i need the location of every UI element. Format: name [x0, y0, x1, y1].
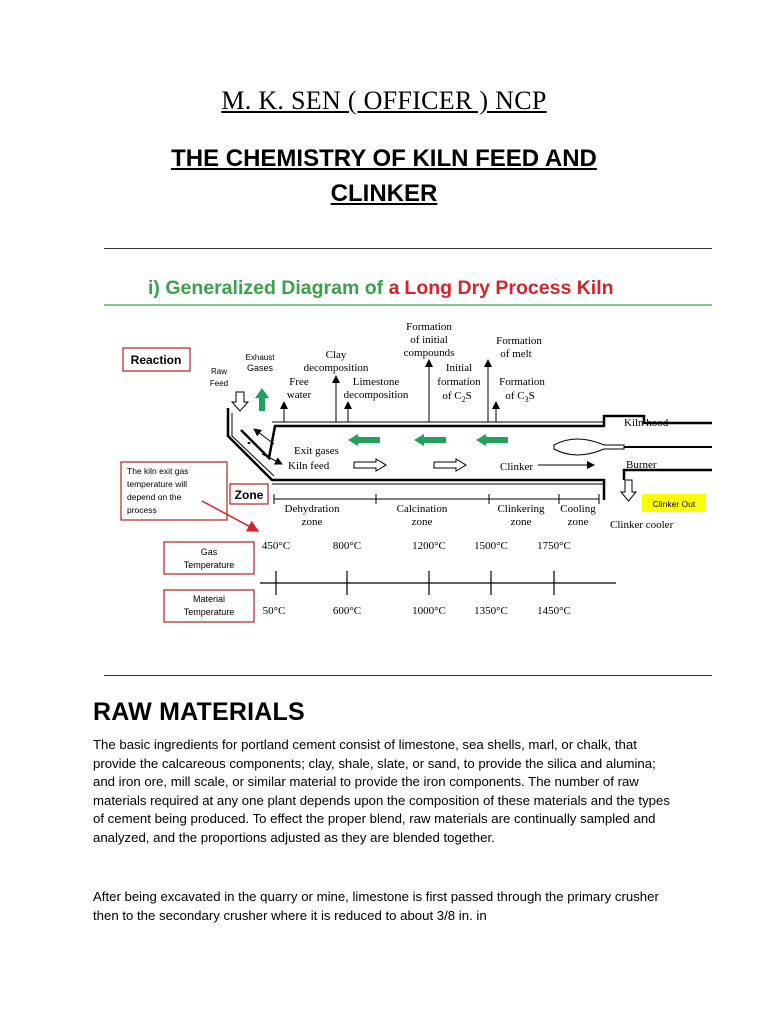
- material-temperature-values: 50°C 600°C 1000°C 1350°C 1450°C: [263, 605, 571, 617]
- kiln-feed-label: Kiln feed: [288, 460, 330, 472]
- zone-label: Zone: [235, 488, 264, 502]
- reaction-c3s-sub: 3: [525, 395, 529, 404]
- exit-gas-note-line-3: depend on the: [127, 492, 182, 502]
- clinker-out-arrow: [619, 479, 638, 502]
- author-line: M. K. SEN ( OFFICER ) NCP: [221, 86, 547, 115]
- gas-temp-3: 1200°C: [412, 540, 446, 552]
- gas-temp-5: 1750°C: [537, 540, 571, 552]
- clinker-cooler-label: Clinker cooler: [610, 519, 674, 531]
- exhaust-arrow: [255, 388, 269, 411]
- reaction-c3s-2: of C3S: [505, 390, 534, 404]
- temperature-scale-ticks: [275, 571, 555, 595]
- zone-calcination-2: zone: [412, 516, 433, 528]
- reaction-melt-1: Formation: [496, 335, 542, 347]
- reaction-c2s-sub: 2: [462, 395, 466, 404]
- gas-temperature-label-1: Gas: [201, 547, 218, 557]
- reaction-c3s-2b: S: [529, 390, 535, 402]
- reaction-c2s-2: formation: [437, 376, 481, 388]
- exhaust-label-2: Gases: [247, 363, 274, 373]
- material-temperature-label-1: Material: [193, 594, 225, 604]
- material-temperature-box: [163, 589, 255, 623]
- gas-temp-4: 1500°C: [474, 540, 508, 552]
- exit-gas-note-box: [120, 461, 228, 521]
- raw-feed-label-2: Feed: [210, 379, 228, 388]
- zone-dehydration-1: Dehydration: [285, 503, 340, 515]
- reaction-limestone-2: decomposition: [344, 389, 409, 401]
- material-temp-2: 600°C: [333, 605, 361, 617]
- reaction-c2s-3a: of C: [442, 390, 461, 402]
- material-flow-arrows: [353, 458, 467, 472]
- burner-label: Burner: [626, 459, 657, 471]
- gas-temperature-values: 450°C 800°C 1200°C 1500°C 1750°C: [262, 540, 571, 552]
- kiln-hood-label: Kiln hood: [624, 417, 669, 429]
- raw-feed-arrow: [230, 391, 250, 412]
- gas-temperature-box: [163, 541, 255, 575]
- material-temp-5: 1450°C: [537, 605, 571, 617]
- exit-gas-note-line-2: temperature will: [127, 479, 187, 489]
- reaction-free-water-2: water: [287, 389, 312, 401]
- reaction-c3s-1: Formation: [499, 376, 545, 388]
- zone-box: [229, 483, 269, 505]
- reaction-clay-1: Clay: [326, 349, 347, 361]
- gas-flow-arrows: [348, 434, 508, 446]
- burner-flame: [553, 438, 625, 456]
- note-pointer-arrow: [201, 500, 260, 532]
- zone-cooling-1: Cooling: [560, 503, 596, 515]
- exit-gases-label: Exit gases: [294, 445, 339, 457]
- gas-temp-1: 450°C: [262, 540, 290, 552]
- reaction-c2s-3b: S: [466, 390, 472, 402]
- zone-dividers: [273, 494, 600, 504]
- zone-calcination-1: Calcination: [397, 503, 448, 515]
- reaction-initial-compounds-1: Formation: [406, 321, 452, 333]
- gas-temperature-label-2: Temperature: [184, 560, 235, 570]
- exit-gas-note-line-4: process: [127, 505, 157, 515]
- reaction-initial-compounds-2: of initial: [410, 334, 448, 346]
- diagram-heading-a: a: [389, 277, 400, 299]
- kiln-shell: [226, 408, 712, 500]
- diagram-heading-prefix: i) Generalized Diagram of: [148, 277, 389, 299]
- exhaust-label-1: Exhaust: [246, 353, 276, 362]
- document-title-line-2: CLINKER: [330, 180, 438, 207]
- section-heading: RAW MATERIALS: [93, 698, 305, 726]
- gas-temp-2: 800°C: [333, 540, 361, 552]
- reaction-c2s-1: Initial: [446, 362, 472, 374]
- paragraph-2: After being excavated in the quarry or m…: [93, 889, 659, 923]
- material-temperature-label-2: Temperature: [184, 607, 235, 617]
- raw-feed-label-1: Raw: [211, 367, 227, 376]
- material-temp-1: 50°C: [263, 605, 286, 617]
- zone-dehydration-2: zone: [302, 516, 323, 528]
- clinker-label: Clinker: [500, 461, 533, 473]
- zone-clinkering-2: zone: [511, 516, 532, 528]
- document-title-line-1: THE CHEMISTRY OF KILN FEED AND: [171, 145, 597, 172]
- reaction-label: Reaction: [131, 353, 182, 367]
- clinker-out-box: [642, 494, 706, 512]
- reaction-clay-2: decomposition: [304, 362, 369, 374]
- diagram-heading-suffix: Long Dry Process Kiln: [404, 277, 613, 299]
- bottom-divider: [104, 675, 712, 676]
- exit-gas-note-line-1: The kiln exit gas: [127, 466, 188, 476]
- zone-cooling-2: zone: [568, 516, 589, 528]
- reaction-melt-2: of melt: [500, 348, 531, 360]
- zone-clinkering-1: Clinkering: [497, 503, 545, 515]
- reaction-c2s-3: of C2S: [442, 390, 471, 404]
- reaction-c3s-2a: of C: [505, 390, 524, 402]
- reaction-limestone-1: Limestone: [353, 376, 400, 388]
- clinker-out-label: Clinker Out: [653, 499, 696, 509]
- top-divider: [104, 248, 712, 249]
- material-temp-3: 1000°C: [412, 605, 446, 617]
- reaction-initial-compounds-3: compounds: [404, 347, 455, 359]
- reaction-pointers: [280, 359, 500, 422]
- reaction-box: [122, 347, 191, 372]
- reaction-free-water-1: Free: [289, 376, 309, 388]
- material-temp-4: 1350°C: [474, 605, 508, 617]
- paragraph-1: The basic ingredients for portland cemen…: [93, 737, 670, 845]
